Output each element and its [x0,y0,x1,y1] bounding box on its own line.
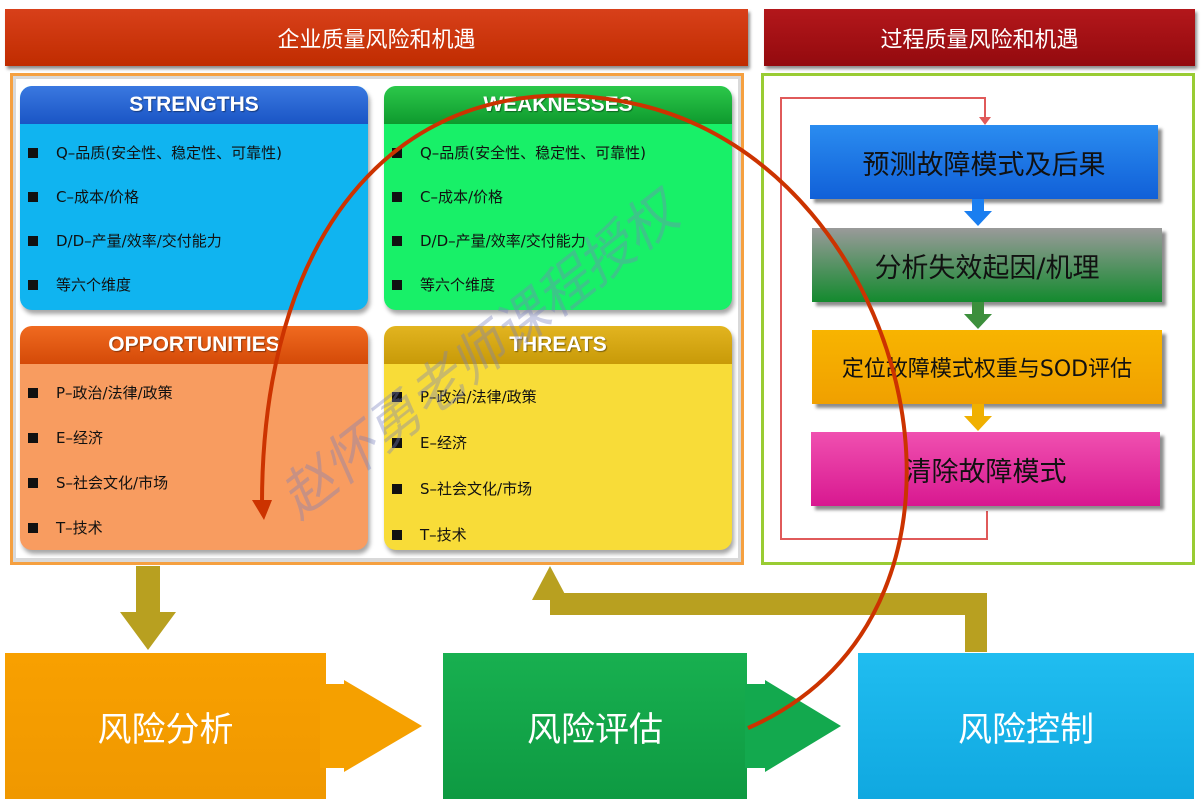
strengths-title: STRENGTHS [129,93,259,116]
list-item: T–技术 [28,517,103,538]
threats-header: THREATS [384,326,732,364]
list-item: 等六个维度 [28,274,131,295]
list-item: Q–品质(安全性、稳定性、可靠性) [392,142,646,163]
opportunities-quadrant: OPPORTUNITIES P–政治/法律/政策 E–经济 S–社会文化/市场 … [20,326,368,550]
bullet-icon [392,483,402,494]
list-item: P–政治/法律/政策 [28,382,173,403]
opportunities-header: OPPORTUNITIES [20,326,368,364]
bullet-icon [28,191,38,202]
bullet-icon [392,147,402,158]
process-risk-header: 过程质量风险和机遇 [764,9,1195,66]
risk-analysis-box: 风险分析 [5,653,326,799]
cycle-arc-path [259,93,909,730]
list-item: D/D–产量/效率/交付能力 [28,230,222,251]
process-step-eliminate: 清除故障模式 [811,432,1160,506]
list-item: C–成本/价格 [392,186,503,207]
list-item: E–经济 [28,427,103,448]
loop-line [780,97,988,540]
bullet-icon [392,391,402,402]
list-item: Q–品质(安全性、稳定性、可靠性) [28,142,282,163]
analysis-to-evaluation-arrow-icon [320,680,422,772]
list-item: D/D–产量/效率/交付能力 [392,230,586,251]
process-step-analyze: 分析失效起因/机理 [812,228,1162,302]
strengths-quadrant: STRENGTHS Q–品质(安全性、稳定性、可靠性) C–成本/价格 D/D–… [20,86,368,310]
list-item: S–社会文化/市场 [392,478,532,499]
bullet-icon [392,529,402,540]
process-step-predict: 预测故障模式及后果 [810,125,1158,199]
bullet-icon [28,522,38,533]
list-item: 等六个维度 [392,274,495,295]
bullet-icon [392,191,402,202]
bullet-icon [392,437,402,448]
bullet-icon [28,432,38,443]
threats-quadrant: THREATS P–政治/法律/政策 E–经济 S–社会文化/市场 T–技术 [384,326,732,550]
weaknesses-quadrant: WEAKNESSES Q–品质(安全性、稳定性、可靠性) C–成本/价格 D/D… [384,86,732,310]
risk-evaluation-box: 风险评估 [443,653,747,799]
list-item: T–技术 [392,524,467,545]
control-to-swot-feedback-arrow [532,566,987,652]
weaknesses-header: WEAKNESSES [384,86,732,124]
down-arrow-icon [964,199,992,226]
threats-title: THREATS [509,333,607,356]
feedback-path [550,593,987,652]
list-item: S–社会文化/市场 [28,472,168,493]
list-item: P–政治/法律/政策 [392,386,537,407]
bullet-icon [28,477,38,488]
opportunities-title: OPPORTUNITIES [108,333,280,356]
feedback-arrowhead-icon [532,566,568,600]
bullet-icon [392,235,402,246]
cycle-arc-arrowhead-icon [252,500,272,520]
risk-control-box: 风险控制 [858,653,1194,799]
bullet-icon [392,279,402,290]
bullet-icon [28,279,38,290]
loop-arrowhead-icon [979,117,991,125]
down-arrow-icon [964,404,992,431]
bullet-icon [28,235,38,246]
swot-to-analysis-arrow [120,566,176,650]
bullet-icon [28,387,38,398]
strengths-header: STRENGTHS [20,86,368,124]
enterprise-risk-header: 企业质量风险和机遇 [5,9,748,66]
list-item: E–经济 [392,432,467,453]
bullet-icon [28,147,38,158]
process-loop-connector [780,97,991,540]
list-item: C–成本/价格 [28,186,139,207]
down-arrow-icon [964,302,992,329]
process-risk-title: 过程质量风险和机遇 [880,27,1079,53]
evaluation-to-control-arrow-icon [745,680,841,772]
enterprise-risk-title: 企业质量风险和机遇 [277,27,476,53]
